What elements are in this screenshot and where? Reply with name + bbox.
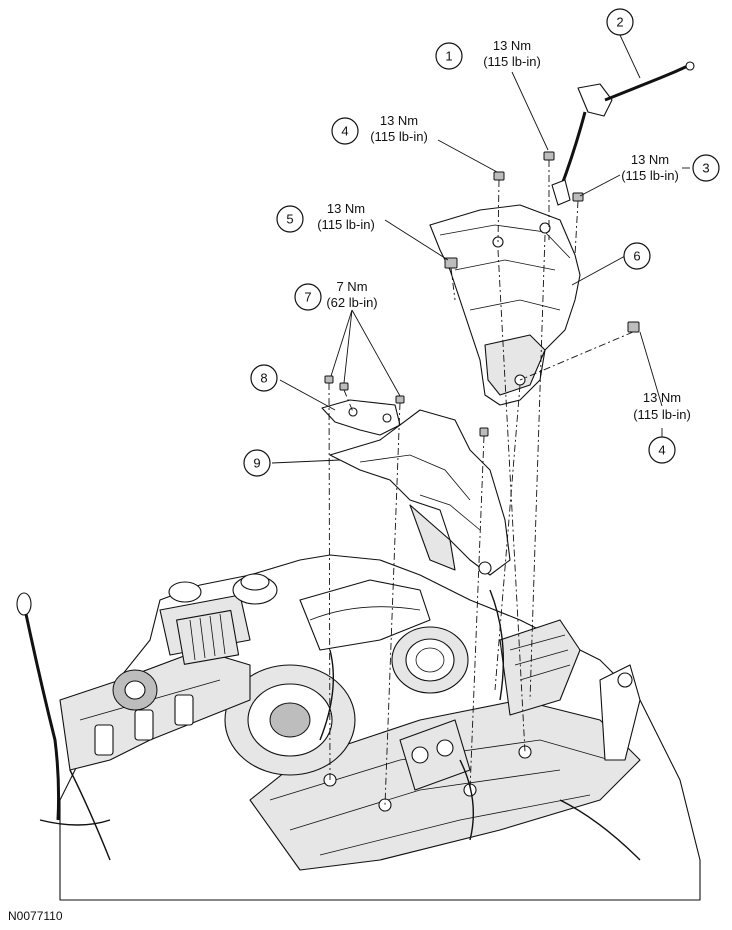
callout-5-torque-imperial: (115 lb-in) — [317, 217, 375, 232]
callout-6: 6 — [623, 242, 651, 270]
callout-7: 7 7 Nm (62 lb-in) — [294, 279, 378, 311]
callout-9-number: 9 — [253, 456, 260, 471]
callout-4-upper: 4 13 Nm (115 lb-in) — [331, 113, 428, 145]
leader-lines — [271, 34, 690, 464]
callout-3: 3 13 Nm (115 lb-in) — [621, 152, 720, 183]
wiring-harness-bracket — [552, 62, 694, 205]
callout-4-upper-torque-metric: 13 Nm — [380, 113, 418, 128]
callout-2-number: 2 — [616, 15, 623, 30]
callout-8: 8 — [250, 364, 278, 392]
callout-3-torque-imperial: (115 lb-in) — [621, 168, 679, 183]
callout-1-torque-imperial: (115 lb-in) — [483, 54, 541, 69]
callout-4-upper-torque-imperial: (115 lb-in) — [370, 129, 428, 144]
callout-2: 2 — [606, 8, 634, 36]
callout-1-number: 1 — [445, 49, 452, 64]
callout-3-number: 3 — [702, 161, 709, 176]
callout-6-number: 6 — [633, 249, 640, 264]
callout-3-torque-metric: 13 Nm — [631, 152, 669, 167]
callout-4-lower: 13 Nm (115 lb-in) 4 — [633, 390, 691, 464]
callout-7-torque-metric: 7 Nm — [336, 279, 367, 294]
callout-7-torque-imperial: (62 lb-in) — [326, 295, 377, 310]
callout-5: 5 13 Nm (115 lb-in) — [276, 201, 375, 233]
callout-4-lower-torque-imperial: (115 lb-in) — [633, 407, 691, 422]
callout-4-lower-number: 4 — [658, 443, 665, 458]
figure-id: N0077110 — [8, 909, 63, 923]
engine-assembly — [17, 555, 700, 900]
shield-bracket — [322, 400, 400, 435]
callout-5-torque-metric: 13 Nm — [327, 201, 365, 216]
lower-heat-shield — [330, 410, 510, 575]
callout-9: 9 — [243, 449, 271, 477]
fasteners — [325, 152, 639, 436]
callout-1: 1 13 Nm (115 lb-in) — [435, 38, 541, 70]
callout-8-number: 8 — [260, 371, 267, 386]
callout-5-number: 5 — [286, 212, 293, 227]
callout-7-number: 7 — [304, 290, 311, 305]
upper-heat-shield — [430, 205, 580, 405]
callout-4-upper-number: 4 — [341, 124, 348, 139]
callout-4-lower-torque-metric: 13 Nm — [643, 390, 681, 405]
callout-1-torque-metric: 13 Nm — [493, 38, 531, 53]
alignment-lines — [328, 160, 634, 806]
